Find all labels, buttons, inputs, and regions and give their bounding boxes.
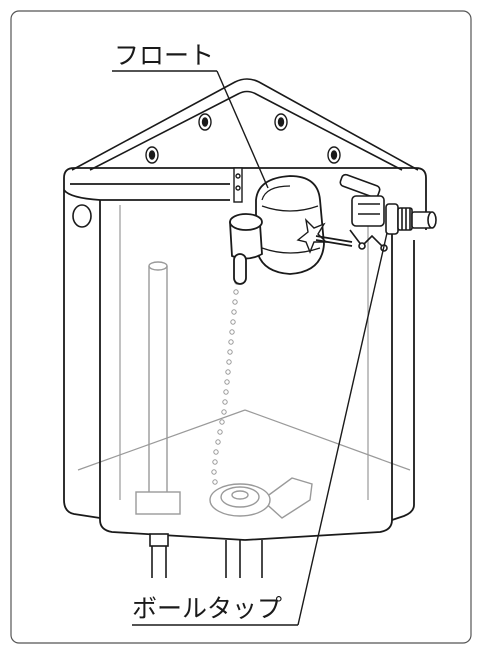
tank-back-wall xyxy=(71,78,419,171)
ball-chain xyxy=(211,259,242,485)
diagram-frame xyxy=(10,10,472,644)
float xyxy=(255,175,328,275)
overflow-pipe xyxy=(135,261,181,515)
supply-pipes xyxy=(149,533,263,578)
label-ball-tap: ボールタップ xyxy=(132,594,282,623)
flush-valve xyxy=(209,477,313,519)
handle-lever xyxy=(229,213,263,285)
mounting-screw-icons xyxy=(145,113,341,164)
side-hole xyxy=(72,204,92,228)
ball-tap xyxy=(339,173,437,252)
tank-interior-lines xyxy=(77,205,411,500)
leader-lines xyxy=(112,70,388,626)
float-guide xyxy=(233,167,243,203)
float-arm xyxy=(315,235,353,247)
label-float: フロート xyxy=(114,41,214,70)
